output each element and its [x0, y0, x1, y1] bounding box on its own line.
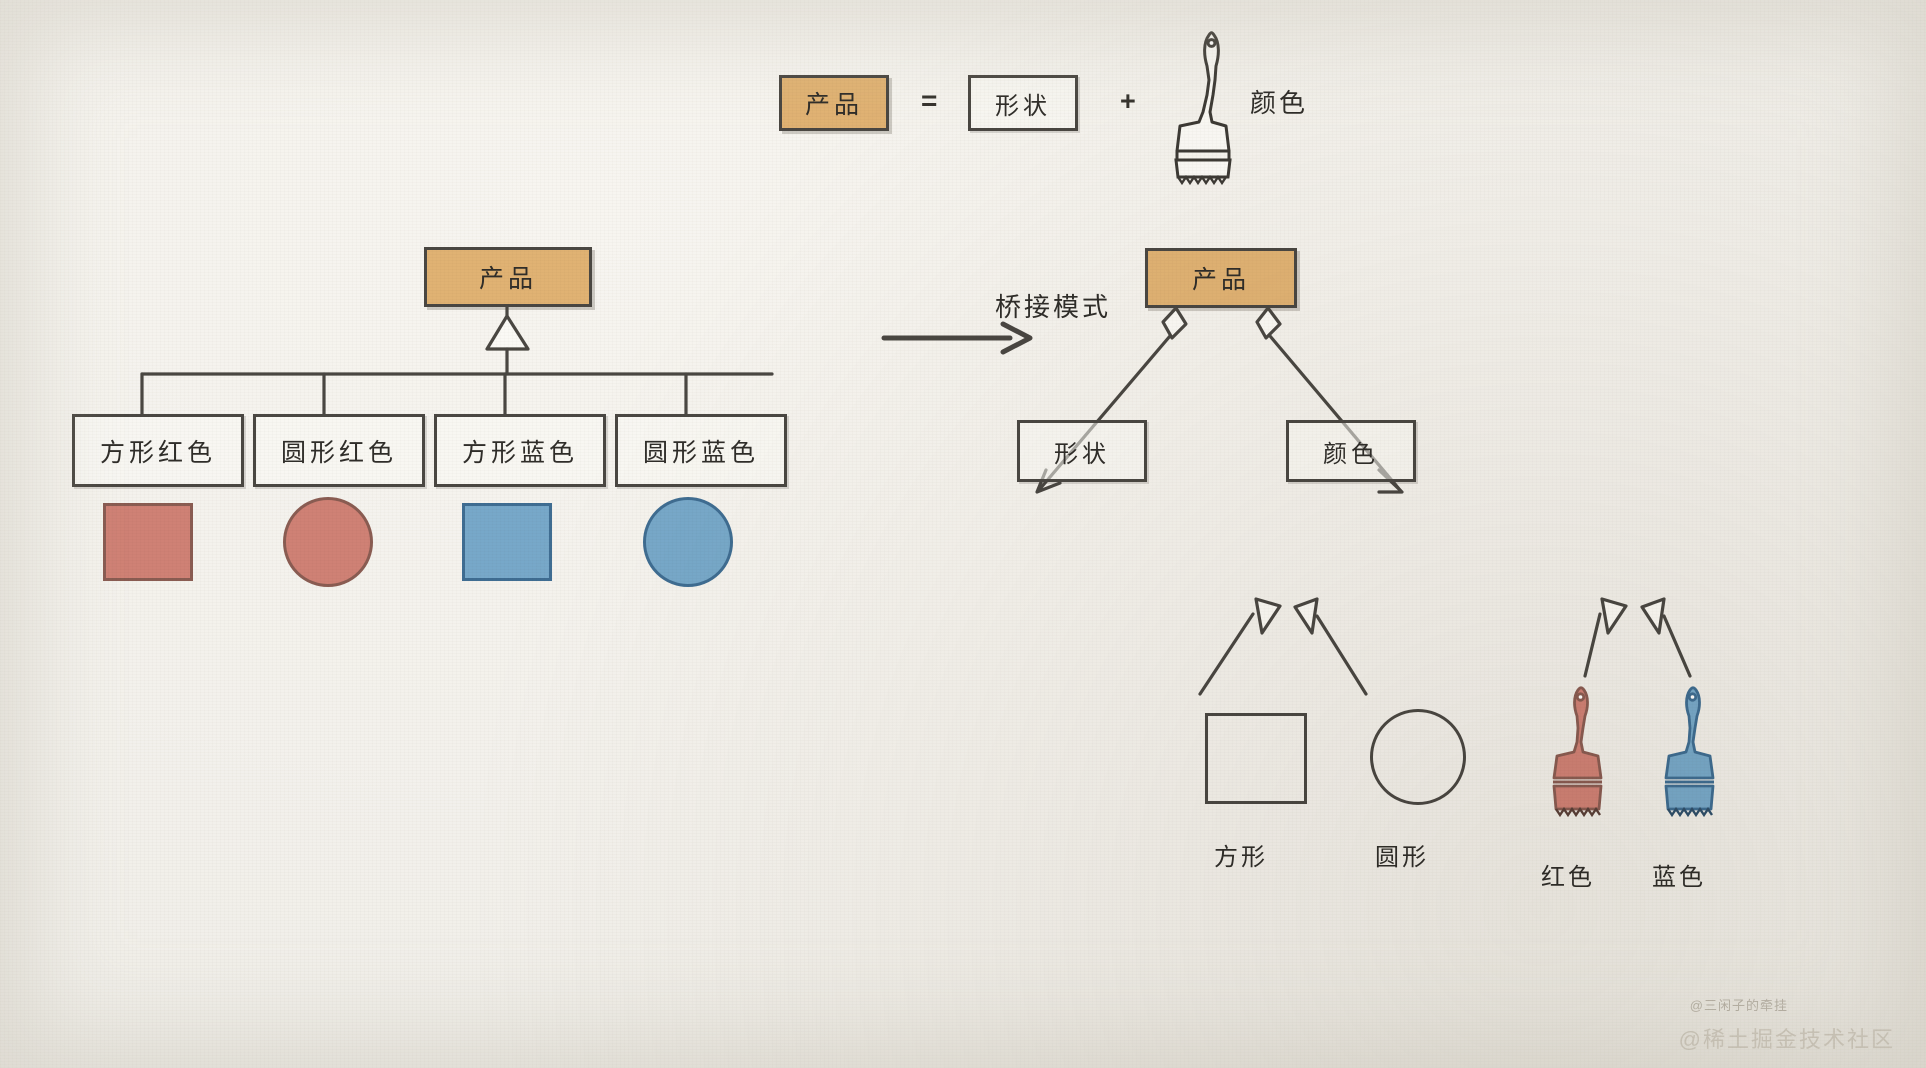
formula-shape-label: 形状 — [995, 92, 1051, 120]
red-brush-icon — [1552, 686, 1603, 811]
right-color-box[interactable]: 颜色 — [1286, 420, 1416, 482]
left-child-box-4[interactable]: 圆形蓝色 — [615, 414, 787, 487]
swatch-square-red — [103, 503, 193, 581]
site-watermark: @稀土掘金技术社区 — [1678, 1027, 1895, 1052]
blue-brush-icon — [1664, 686, 1715, 811]
blue-brush-bristle-teeth — [1667, 806, 1713, 818]
formula-product-box[interactable]: 产品 — [779, 75, 889, 131]
red-brush-bristle-teeth — [1555, 806, 1601, 818]
formula-shape-box[interactable]: 形状 — [968, 75, 1078, 131]
formula-plus-sign: + — [1120, 86, 1136, 116]
left-child-box-3[interactable]: 方形蓝色 — [434, 414, 606, 487]
left-root-product-box[interactable]: 产品 — [424, 247, 592, 307]
shape-child-label-square: 方形 — [1214, 844, 1268, 871]
formula-brush-bristles — [1174, 158, 1232, 179]
right-color-label: 颜色 — [1323, 440, 1379, 468]
formula-equals-sign: = — [921, 85, 938, 116]
color-child-line-blue — [1662, 614, 1692, 678]
shape-circle-outline-icon — [1370, 709, 1466, 805]
color-child-line-red — [1583, 612, 1602, 678]
right-aggregation-diamond-right — [1255, 306, 1282, 340]
bridge-arrow-head — [1000, 321, 1033, 355]
left-child-label-4: 圆形蓝色 — [642, 438, 759, 467]
shape-square-outline-icon — [1205, 713, 1307, 804]
formula-color-label: 颜色 — [1250, 88, 1309, 118]
formula-brush-bristle-teeth — [1177, 174, 1227, 186]
right-shape-box[interactable]: 形状 — [1017, 420, 1147, 482]
right-shape-label: 形状 — [1054, 440, 1110, 468]
left-child-box-1[interactable]: 方形红色 — [72, 414, 244, 487]
formula-product-label: 产品 — [804, 91, 863, 119]
color-inheritance-triangle-red-icon — [1600, 597, 1628, 635]
left-child-box-2[interactable]: 圆形红色 — [253, 414, 425, 487]
color-child-label-red: 红色 — [1541, 864, 1595, 891]
shape-inheritance-triangle-circle-icon — [1293, 597, 1319, 635]
right-aggregation-diamond-left — [1161, 306, 1188, 340]
shape-child-line-circle — [1315, 614, 1368, 696]
left-root-label: 产品 — [478, 265, 537, 293]
formula-paint-brush-icon — [1174, 31, 1232, 162]
right-root-label: 产品 — [1191, 266, 1250, 294]
swatch-circle-blue — [643, 497, 733, 587]
shape-child-line-square — [1198, 612, 1255, 696]
left-child-label-3: 方形蓝色 — [461, 438, 578, 467]
shape-child-label-circle: 圆形 — [1375, 844, 1429, 871]
color-child-label-blue: 蓝色 — [1652, 864, 1706, 891]
swatch-square-blue — [462, 503, 552, 581]
bridge-pattern-label: 桥接模式 — [995, 292, 1112, 322]
right-root-product-box[interactable]: 产品 — [1145, 248, 1297, 308]
swatch-circle-red — [283, 497, 373, 587]
shape-inheritance-triangle-square-icon — [1254, 597, 1282, 635]
left-inheritance-triangle-icon — [485, 314, 530, 351]
left-child-label-1: 方形红色 — [99, 438, 216, 467]
color-inheritance-triangle-blue-icon — [1640, 597, 1666, 635]
author-watermark: @三闲子的牵挂 — [1689, 998, 1788, 1013]
left-child-label-2: 圆形红色 — [280, 438, 397, 467]
